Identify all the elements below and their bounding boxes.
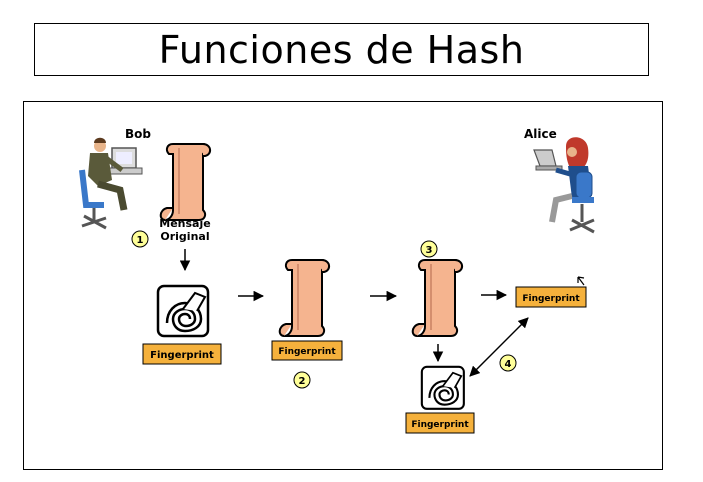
- bob-figure: [79, 137, 143, 230]
- fingerprint-label-received: Fingerprint: [522, 294, 580, 304]
- received-message-scroll: [411, 259, 464, 337]
- message-label-line1: Mensaje: [159, 217, 210, 230]
- original-message-scroll: [159, 143, 212, 221]
- step-2-badge: [293, 371, 311, 389]
- fingerprint-box-1: [142, 343, 222, 365]
- step-3-label: 3: [426, 245, 433, 256]
- step-4-badge: [499, 354, 517, 372]
- step-4-label: 4: [505, 359, 512, 370]
- title-box: Funciones de Hash: [34, 23, 649, 76]
- step-1-badge: [131, 230, 149, 248]
- step-3-badge: [420, 240, 438, 258]
- fingerprint-label-computed: Fingerprint: [411, 420, 469, 430]
- compare-arrow: [469, 317, 529, 377]
- alice-figure: [533, 137, 595, 234]
- fingerprint-icon-received: [420, 365, 465, 410]
- sent-message-scroll: [278, 259, 331, 337]
- fingerprint-icon: [156, 284, 210, 338]
- fingerprint-box-2: [271, 340, 343, 361]
- fingerprint-label-1: Fingerprint: [150, 350, 214, 361]
- diagram-frame: [23, 101, 663, 470]
- fingerprint-box-computed: [405, 412, 475, 434]
- fingerprint-label-2: Fingerprint: [278, 347, 336, 357]
- cursor-arrow-icon: [577, 276, 585, 286]
- page-title: Funciones de Hash: [158, 27, 525, 72]
- step-2-label: 2: [299, 376, 306, 387]
- alice-label: Alice: [524, 127, 557, 141]
- bob-label: Bob: [125, 127, 151, 141]
- message-label-line2: Original: [160, 230, 209, 243]
- step-1-label: 1: [137, 235, 144, 246]
- fingerprint-box-received: [515, 286, 587, 308]
